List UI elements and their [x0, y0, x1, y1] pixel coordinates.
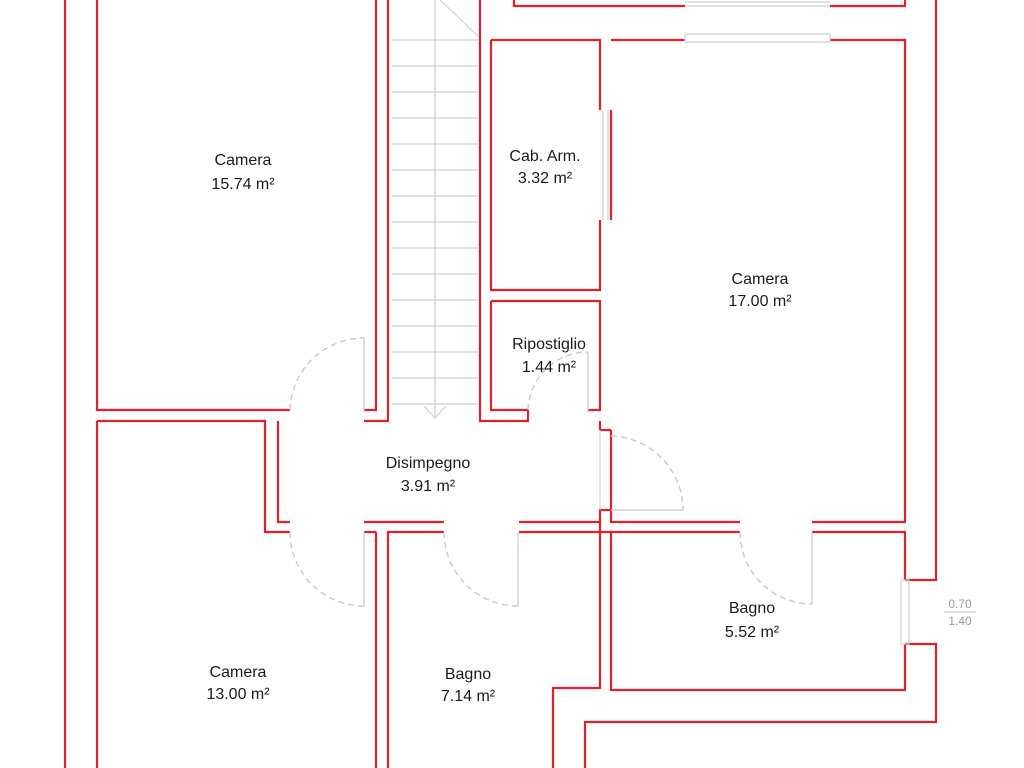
windows — [602, 1, 910, 645]
wall-camera-ne-door — [598, 421, 611, 432]
outer-wall-east — [583, 0, 938, 768]
wall-bagno-se — [609, 530, 907, 692]
door-swing-bagno-se — [739, 531, 813, 605]
window-dimension-label: 0.70 1.40 — [944, 597, 976, 628]
door-swing-bagno-sw — [443, 531, 519, 607]
room-area: 3.32 m² — [518, 170, 573, 187]
room-area: 13.00 m² — [206, 686, 270, 703]
room-name: Cab. Arm. — [509, 148, 580, 165]
staircase — [392, 0, 479, 419]
room-area: 3.91 m² — [401, 478, 456, 495]
room-labels: Camera 15.74 m² Cab. Arm. 3.32 m² Camera… — [206, 148, 792, 705]
wall-top-north — [512, 0, 907, 8]
wall-camera-nw — [95, 0, 378, 412]
room-area: 7.14 m² — [441, 688, 496, 705]
window-height: 1.40 — [948, 614, 972, 628]
doors — [289, 337, 813, 607]
door-swing-ripostiglio — [527, 351, 589, 411]
room-area: 5.52 m² — [725, 624, 780, 641]
wall-camera-sw — [95, 421, 378, 768]
room-area: 17.00 m² — [728, 293, 792, 310]
door-swing-camera-sw — [289, 531, 365, 607]
wall-cab-arm — [489, 38, 602, 292]
walls — [63, 0, 938, 768]
wall-bagno-sw — [386, 530, 602, 768]
wall-camera-ne — [609, 38, 907, 524]
wall-disimpegno-south — [364, 508, 611, 534]
wall-stair-left — [364, 0, 390, 423]
wall-disimpegno-west-inner — [276, 421, 290, 524]
wall-stair-right — [478, 0, 530, 423]
room-name: Camera — [215, 152, 272, 169]
room-area: 15.74 m² — [211, 176, 275, 193]
wall-disimpegno-west — [97, 419, 290, 534]
room-name: Bagno — [729, 600, 775, 617]
door-swing-camera-ne — [610, 435, 684, 511]
room-name: Ripostiglio — [512, 336, 586, 353]
room-name: Bagno — [445, 666, 491, 683]
room-name: Camera — [732, 271, 789, 288]
room-name: Disimpegno — [386, 455, 471, 472]
wall-ripostiglio — [489, 299, 602, 412]
door-swing-camera-nw — [289, 337, 365, 411]
room-name: Camera — [210, 664, 267, 681]
window-width: 0.70 — [948, 597, 972, 611]
room-area: 1.44 m² — [522, 359, 577, 376]
